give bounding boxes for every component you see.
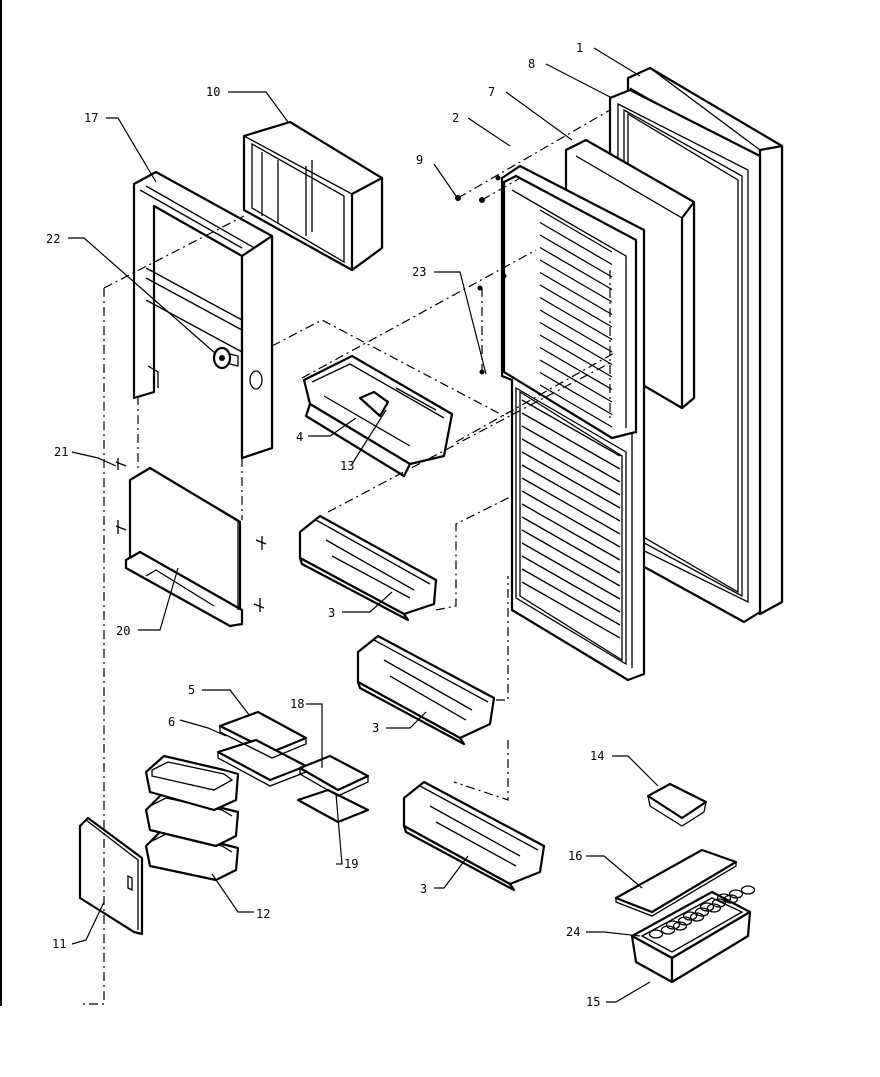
part-18-19-small-shelves (296, 754, 370, 824)
upper-liner-rib (539, 209, 613, 253)
part-9-screws (455, 109, 611, 203)
part-22-knob (212, 346, 239, 370)
lower-liner-rib (521, 555, 621, 613)
part-12-stacked-containers (144, 754, 240, 882)
lower-liner-rib (521, 542, 621, 600)
callout-5: 5 (188, 683, 195, 697)
callout-1: 1 (576, 41, 583, 55)
lower-liner-rib (521, 399, 621, 457)
callout-19: 19 (344, 857, 358, 871)
part-14-small-tray (646, 782, 708, 827)
liner-shelf-ribs (521, 209, 621, 639)
part-17-dispenser-frame (132, 170, 274, 460)
callout-14: 14 (590, 749, 604, 763)
upper-liner-rib (539, 271, 613, 316)
part-23-fastener (477, 262, 507, 375)
part-3-door-bin-b (356, 634, 496, 746)
callout-6: 6 (168, 715, 175, 729)
part-3-door-bin-a (298, 514, 438, 622)
lower-liner-rib (521, 477, 621, 535)
callout-3b: 3 (372, 721, 379, 735)
callout-18: 18 (290, 697, 304, 711)
upper-liner-rib (539, 321, 613, 366)
upper-liner-rib (539, 246, 613, 291)
upper-liner-rib (539, 371, 613, 416)
part-2-inner-door-liner (500, 164, 646, 682)
callout-3c: 3 (420, 882, 427, 896)
part-20-dispenser-cover (124, 466, 244, 628)
ice-cup (682, 911, 698, 921)
upper-liner-rib (539, 284, 613, 328)
part-4-ice-bin (302, 354, 454, 478)
ice-cup (672, 921, 688, 931)
ice-cup (716, 893, 732, 903)
upper-liner-rib (539, 334, 613, 378)
lower-liner-rib (521, 490, 621, 548)
part-10-ice-housing (242, 120, 384, 272)
part-21-screws (115, 458, 267, 612)
upper-liner-rib (539, 234, 613, 278)
ice-cup (665, 920, 681, 930)
callout-20: 20 (116, 624, 130, 638)
lower-liner-rib (521, 529, 621, 587)
callout-7: 7 (488, 85, 495, 99)
callout-8: 8 (528, 57, 535, 71)
lower-liner-rib (521, 581, 621, 639)
callout-2: 2 (452, 111, 459, 125)
lower-liner-rib (521, 464, 621, 522)
upper-liner-rib (539, 221, 613, 266)
ice-cup (728, 889, 744, 899)
callout-13: 13 (340, 459, 354, 473)
callout-10: 10 (206, 85, 220, 99)
callout-9: 9 (416, 153, 423, 167)
lower-liner-rib (521, 516, 621, 574)
callout-21: 21 (54, 445, 68, 459)
part-3-door-bin-c (402, 780, 546, 892)
lower-liner-rib (521, 503, 621, 561)
callout-labels: 1 8 7 2 9 10 17 22 23 4 13 21 20 3 3 3 5… (46, 41, 604, 1009)
ice-cup (699, 902, 715, 912)
part-11-door-panel (78, 816, 144, 936)
ice-cup (723, 894, 739, 904)
upper-liner-rib (539, 346, 613, 391)
callout-22: 22 (46, 232, 60, 246)
leader-lines (68, 47, 659, 1003)
upper-liner-rib (539, 384, 613, 428)
part-16-cover (614, 848, 738, 917)
ice-cup (689, 912, 705, 922)
lower-liner-rib (521, 412, 621, 470)
callout-12: 12 (256, 907, 270, 921)
ice-cup (648, 929, 664, 939)
upper-liner-rib (539, 309, 613, 353)
upper-liner-rib (539, 296, 613, 341)
ice-cup (660, 925, 676, 935)
ice-cup (740, 885, 756, 895)
callout-24: 24 (566, 925, 580, 939)
lower-liner-rib (521, 451, 621, 509)
ice-cup (677, 916, 693, 926)
callout-17: 17 (84, 111, 98, 125)
callout-23: 23 (412, 265, 426, 279)
callout-15: 15 (586, 995, 600, 1009)
ice-cup (694, 907, 710, 917)
callout-11: 11 (52, 937, 66, 951)
ice-tray-cups (648, 885, 756, 939)
upper-liner-rib (539, 259, 613, 303)
ice-cup (711, 898, 727, 908)
lower-liner-rib (521, 425, 621, 483)
ice-cup (706, 903, 722, 913)
callout-4: 4 (296, 430, 303, 444)
lower-liner-rib (521, 568, 621, 626)
callout-16: 16 (568, 849, 582, 863)
assembly-lines (82, 215, 617, 1005)
lower-liner-rib (521, 438, 621, 496)
callout-3a: 3 (328, 606, 335, 620)
